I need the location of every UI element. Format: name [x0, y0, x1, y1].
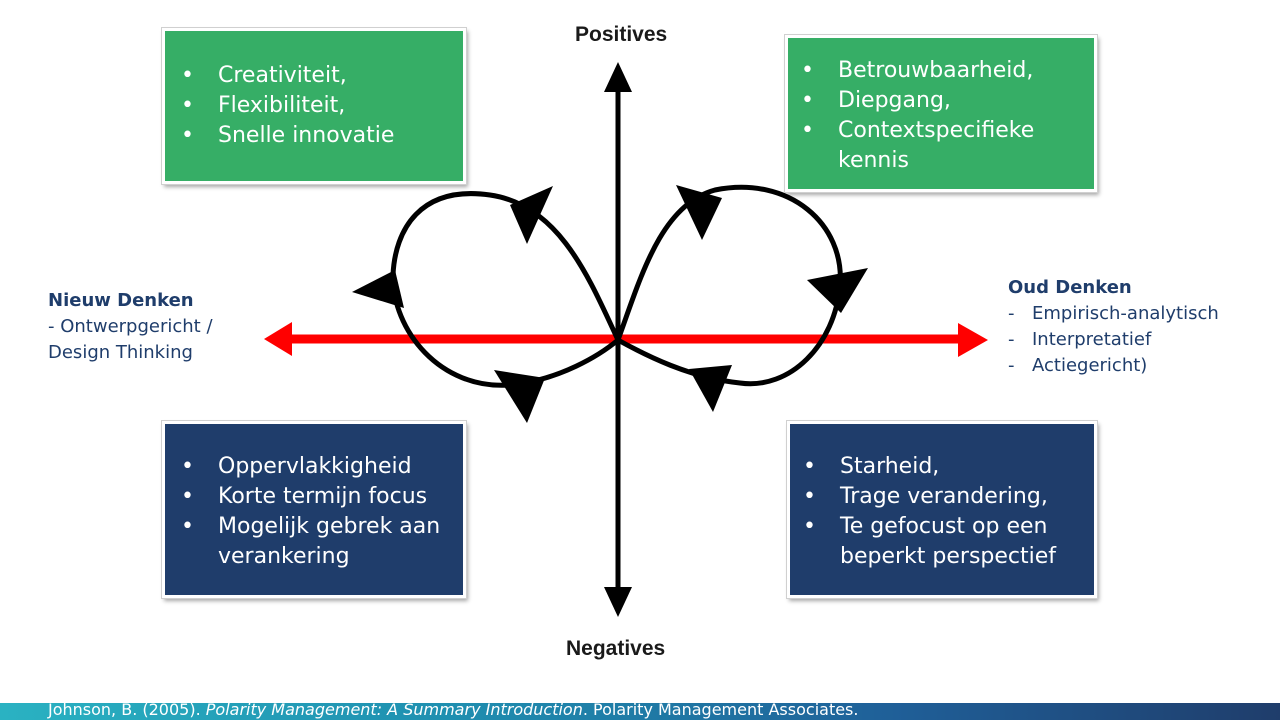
- list-item: Diepgang,: [793, 86, 1090, 116]
- loop-arrowheads: [352, 185, 868, 423]
- list-item: Trage verandering,: [795, 482, 1090, 512]
- loop-arrow-right-side: [807, 268, 868, 313]
- bottom-right-list: Starheid, Trage verandering, Te gefocust…: [795, 452, 1090, 572]
- right-pole-item: Empirisch-analytisch: [1008, 301, 1219, 327]
- list-item: Creativiteit,: [173, 61, 463, 91]
- list-item: Contextspecifieke kennis: [793, 116, 1090, 176]
- up-arrowhead: [604, 62, 632, 92]
- loop-arrow-left-bottom: [494, 370, 545, 423]
- right-pole-item: Interpretatief: [1008, 327, 1219, 353]
- loop-arrow-left-top: [510, 186, 553, 244]
- list-item: Flexibiliteit,: [173, 91, 463, 121]
- right-pole-item: Actiegericht): [1008, 353, 1219, 379]
- top-left-quadrant: Creativiteit, Flexibiliteit, Snelle inno…: [161, 27, 467, 185]
- footer-bar: [0, 703, 1280, 720]
- left-pole-line2: Design Thinking: [48, 342, 193, 363]
- list-item: Korte termijn focus: [173, 482, 459, 512]
- bottom-right-quadrant: Starheid, Trage verandering, Te gefocust…: [786, 420, 1098, 599]
- citation-authors: Johnson, B. (2005).: [48, 700, 201, 719]
- citation: Johnson, B. (2005). Polarity Management:…: [48, 700, 858, 720]
- list-item: Te gefocust op een beperkt perspectief: [795, 512, 1090, 572]
- loop-arrow-right-bottom: [689, 365, 732, 412]
- loop-arrow-left-side: [352, 270, 404, 308]
- left-pole-title: Nieuw Denken: [48, 290, 194, 311]
- horizontal-axis: [264, 322, 988, 357]
- citation-title: Polarity Management: A Summary Introduct…: [205, 700, 583, 719]
- top-right-list: Betrouwbaarheid, Diepgang, Contextspecif…: [793, 56, 1090, 176]
- left-pole-block: Nieuw Denken - Ontwerpgericht / Design T…: [48, 288, 213, 366]
- left-arrowhead: [264, 322, 292, 356]
- left-pole-line1: - Ontwerpgericht /: [48, 316, 213, 337]
- list-item: Snelle innovatie: [173, 121, 463, 151]
- citation-publisher: . Polarity Management Associates.: [582, 700, 859, 719]
- positives-label: Positives: [575, 23, 668, 46]
- list-item: Oppervlakkigheid: [173, 452, 459, 482]
- right-arrowhead: [958, 323, 988, 357]
- right-pole-block: Oud Denken Empirisch-analytisch Interpre…: [1008, 275, 1219, 379]
- bottom-left-list: Oppervlakkigheid Korte termijn focus Mog…: [173, 452, 459, 572]
- right-pole-title: Oud Denken: [1008, 277, 1132, 298]
- top-left-list: Creativiteit, Flexibiliteit, Snelle inno…: [173, 61, 463, 151]
- list-item: Starheid,: [795, 452, 1090, 482]
- negatives-label: Negatives: [566, 637, 666, 660]
- list-item: Mogelijk gebrek aan verankering: [173, 512, 459, 572]
- bottom-left-quadrant: Oppervlakkigheid Korte termijn focus Mog…: [161, 420, 467, 599]
- top-right-quadrant: Betrouwbaarheid, Diepgang, Contextspecif…: [784, 34, 1098, 193]
- down-arrowhead: [604, 587, 632, 617]
- list-item: Betrouwbaarheid,: [793, 56, 1090, 86]
- loop-arrow-right-top: [676, 185, 722, 240]
